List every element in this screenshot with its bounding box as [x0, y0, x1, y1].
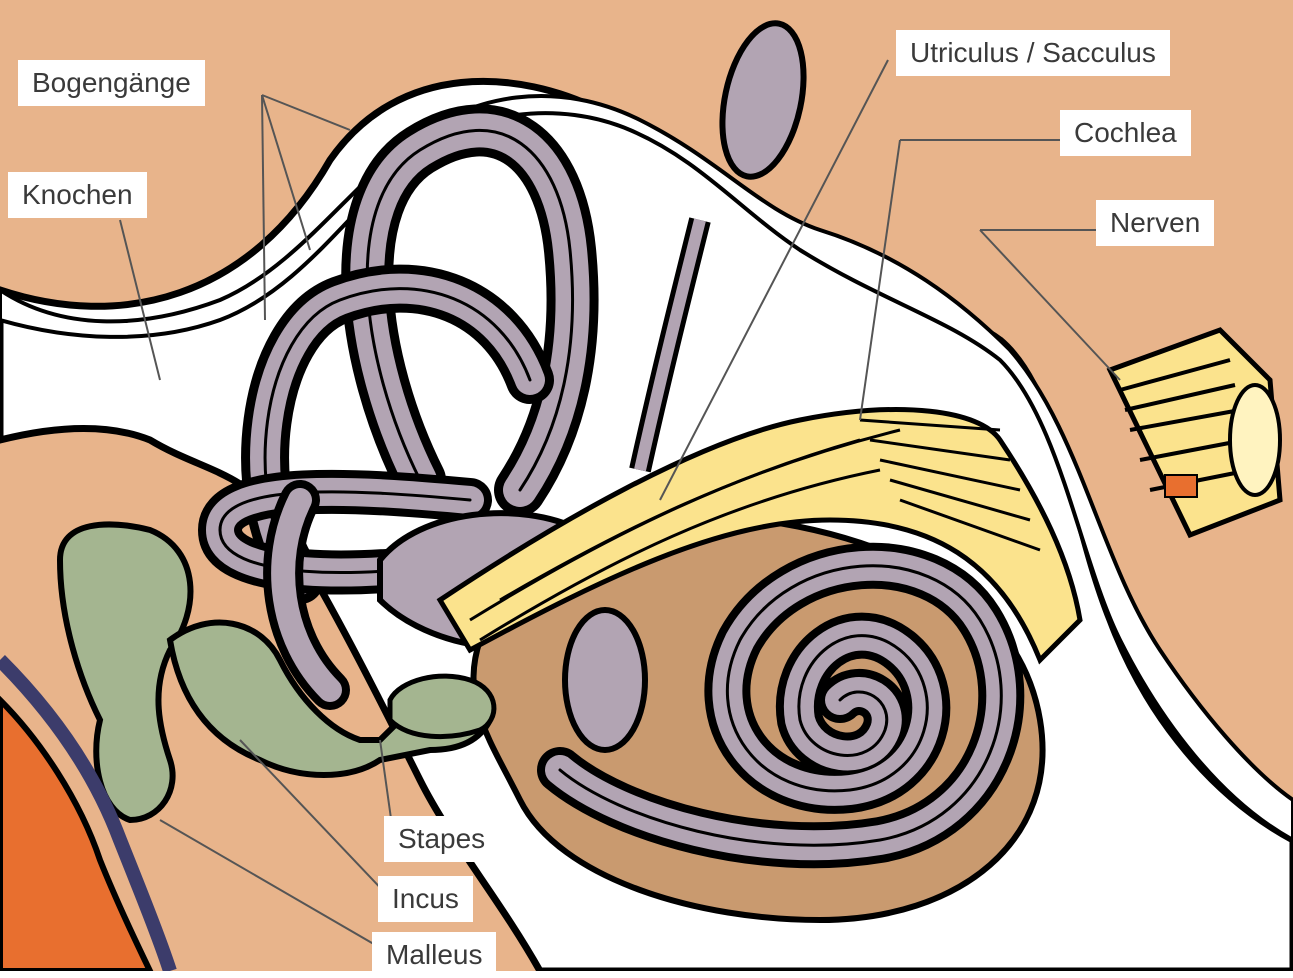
label-knochen: Knochen — [8, 172, 147, 218]
label-bogengaenge: Bogengänge — [18, 60, 205, 106]
label-incus: Incus — [378, 876, 473, 922]
label-cochlea: Cochlea — [1060, 110, 1191, 156]
label-nerven: Nerven — [1096, 200, 1214, 246]
round-window — [565, 610, 645, 750]
label-stapes: Stapes — [384, 816, 499, 862]
label-utriculus-sacculus: Utriculus / Sacculus — [896, 30, 1170, 76]
label-malleus: Malleus — [372, 932, 496, 978]
stapes-shape — [390, 676, 494, 736]
